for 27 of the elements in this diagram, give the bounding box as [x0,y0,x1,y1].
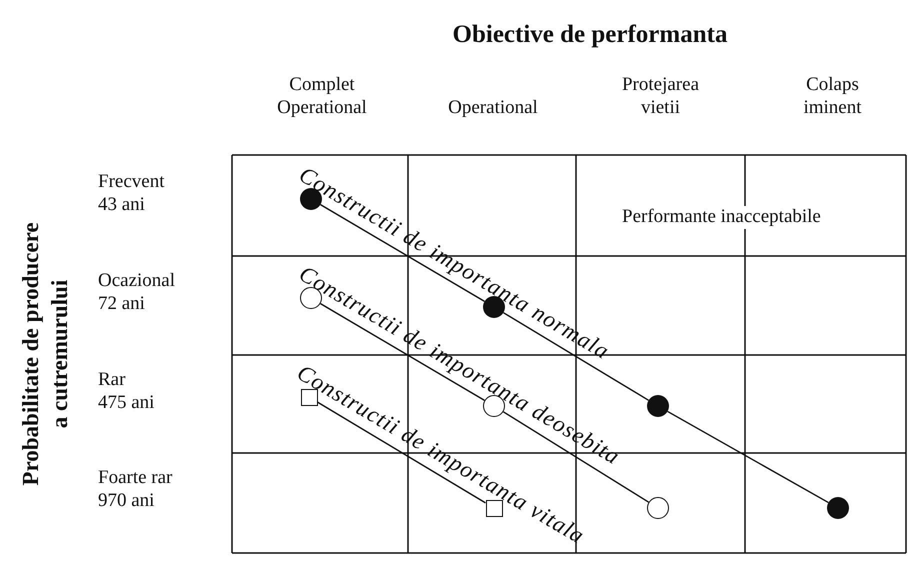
connector-line [503,312,649,401]
connector-line [317,402,486,504]
row-label: 970 ani [98,490,154,513]
row-label: 475 ani [98,392,154,415]
row-header: Ocazional [98,270,176,293]
column-header: Protejarea vietii [620,74,700,120]
row-header: Frecvent [98,171,164,194]
column-header: Operational [447,97,539,120]
chart-title: Obiective de performanta [452,20,728,50]
filled-circle-marker [300,188,322,210]
note-text: Performante inacceptabile [622,206,821,229]
connector-line [320,302,485,402]
open-circle-marker [647,497,669,519]
axis-title: Probabilitate de producere a cutremurului [17,221,73,488]
column-header: Colaps iminent [802,74,863,120]
connector-line [667,410,829,504]
column-header: Complet Operational [276,74,368,120]
row-label: 43 ani [98,194,145,217]
connector-line [502,411,650,503]
square-marker [300,388,318,406]
row-label: 72 ani [98,293,145,316]
connector-line [320,204,485,302]
filled-circle-marker [827,497,849,519]
open-circle-marker [300,287,322,309]
row-header: Foarte rar [98,467,172,490]
filled-circle-marker [647,395,669,417]
row-header: Rar [98,369,126,392]
